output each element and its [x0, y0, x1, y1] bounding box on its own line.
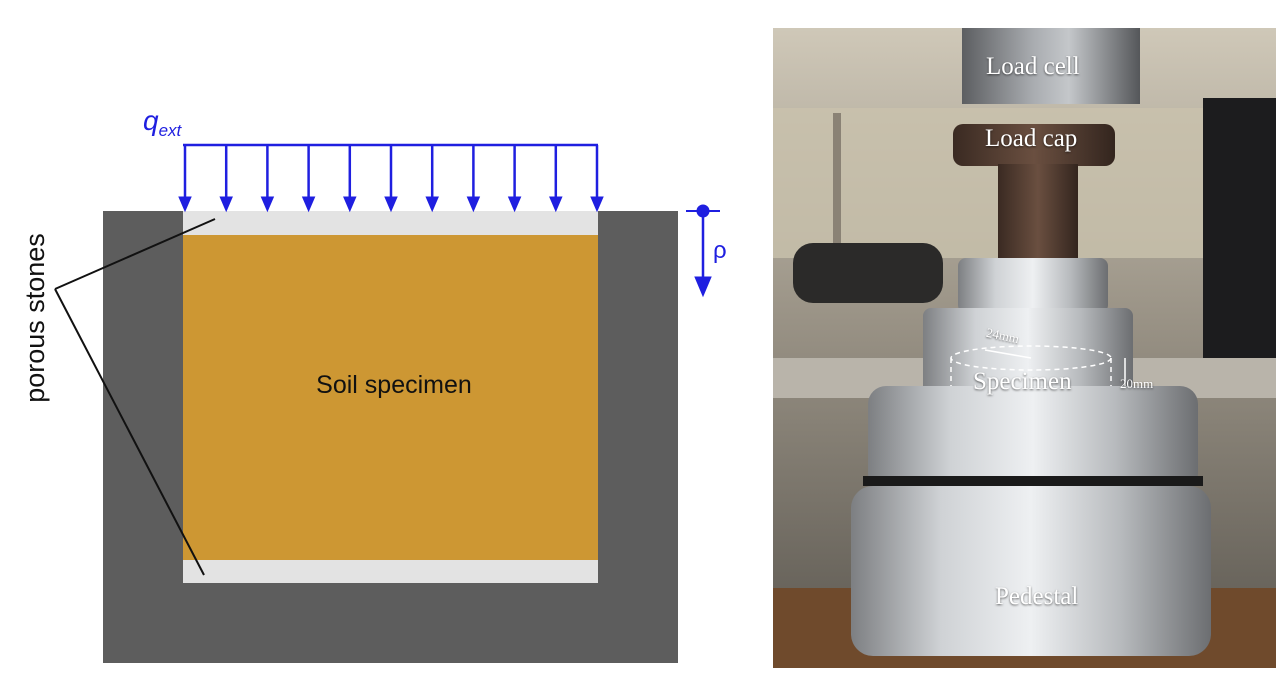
load-subscript: ext: [159, 121, 183, 140]
apparatus-illustration: [773, 28, 1276, 668]
load-arrow-head: [301, 196, 316, 213]
load-arrow-head: [590, 196, 604, 213]
load-cell-block: [962, 28, 1140, 104]
flange: [868, 386, 1198, 491]
oedometer-schematic: Soil specimen qext ρ porous stones: [20, 105, 727, 663]
load-arrow-head: [507, 196, 522, 213]
porous-stone-bottom: [183, 560, 598, 583]
load-arrow-head: [178, 196, 192, 213]
bellows: [793, 243, 943, 303]
porous-stones-label: porous stones: [20, 233, 50, 403]
load-symbol: q: [143, 105, 159, 136]
apparatus-photo: Load cell Load cap Specimen 24mm 20mm Pe…: [773, 28, 1276, 668]
pedestal-body: [851, 486, 1211, 656]
load-cap-label: Load cap: [985, 125, 1078, 152]
porous-stone-top: [183, 211, 598, 235]
top-ring: [958, 258, 1108, 313]
load-cap-block: [953, 124, 1115, 166]
window-frame: [833, 113, 841, 253]
load-arrow-head: [219, 196, 233, 213]
distributed-load: [178, 143, 604, 213]
load-label: qext: [143, 105, 183, 140]
monitor: [1203, 98, 1276, 378]
cell-base: [103, 583, 678, 663]
load-arrow-head: [260, 196, 275, 213]
load-cap-shaft: [998, 164, 1078, 264]
load-arrow-head: [425, 196, 439, 213]
load-arrow-head: [384, 196, 398, 213]
pedestal-label: Pedestal: [995, 583, 1079, 610]
load-arrow-head: [466, 196, 481, 213]
settlement-indicator: [686, 204, 720, 298]
settlement-symbol: ρ: [713, 237, 727, 264]
soil-specimen-label: Soil specimen: [316, 371, 472, 399]
porous-leader-lines: [54, 218, 216, 576]
diameter-arrow: [984, 349, 1032, 359]
specimen-label: Specimen: [973, 368, 1072, 395]
load-cell-label: Load cell: [986, 53, 1080, 80]
load-arrow-head: [549, 196, 563, 213]
o-ring: [863, 476, 1203, 486]
soil-specimen: [183, 235, 598, 560]
load-arrow-head: [343, 196, 357, 213]
height-label: 20mm: [1120, 376, 1154, 391]
